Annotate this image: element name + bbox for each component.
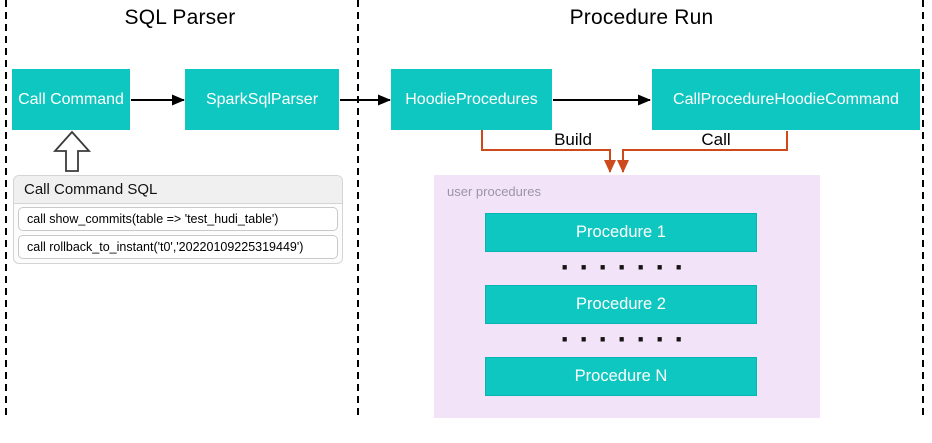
sql-panel-title: Call Command SQL [14,176,342,204]
edge-label-build: Build [554,130,592,149]
node-procedure-n: Procedure N [485,357,757,396]
node-procedure-2: Procedure 2 [485,285,757,324]
call-command-sql-panel: Call Command SQL call show_commits(table… [13,175,343,264]
node-hoodie-procedures: HoodieProcedures [391,69,552,130]
node-procedure-1: Procedure 1 [485,213,757,252]
user-procedures-panel: user procedures Procedure 1 ······· Proc… [434,175,820,418]
user-procedures-label: user procedures [447,184,541,199]
sql-rows: call show_commits(table => 'test_hudi_ta… [14,204,342,262]
section-title-procedure-run: Procedure Run [569,6,714,29]
ellipsis-separator: ······· [560,251,694,284]
node-call-command: Call Command [12,69,130,130]
hollow-up-arrow [52,130,92,172]
node-spark-sql-parser: SparkSqlParser [185,69,339,130]
node-call-procedure-hoodie-command: CallProcedureHoodieCommand [652,69,920,130]
section-title-sql-parser: SQL Parser [124,6,236,29]
edge-label-call: Call [701,130,731,149]
sql-row-rollback-to-instant: call rollback_to_instant('t0','202201092… [18,235,338,259]
sql-row-show-commits: call show_commits(table => 'test_hudi_ta… [18,207,338,231]
ellipsis-separator: ······· [560,323,694,356]
